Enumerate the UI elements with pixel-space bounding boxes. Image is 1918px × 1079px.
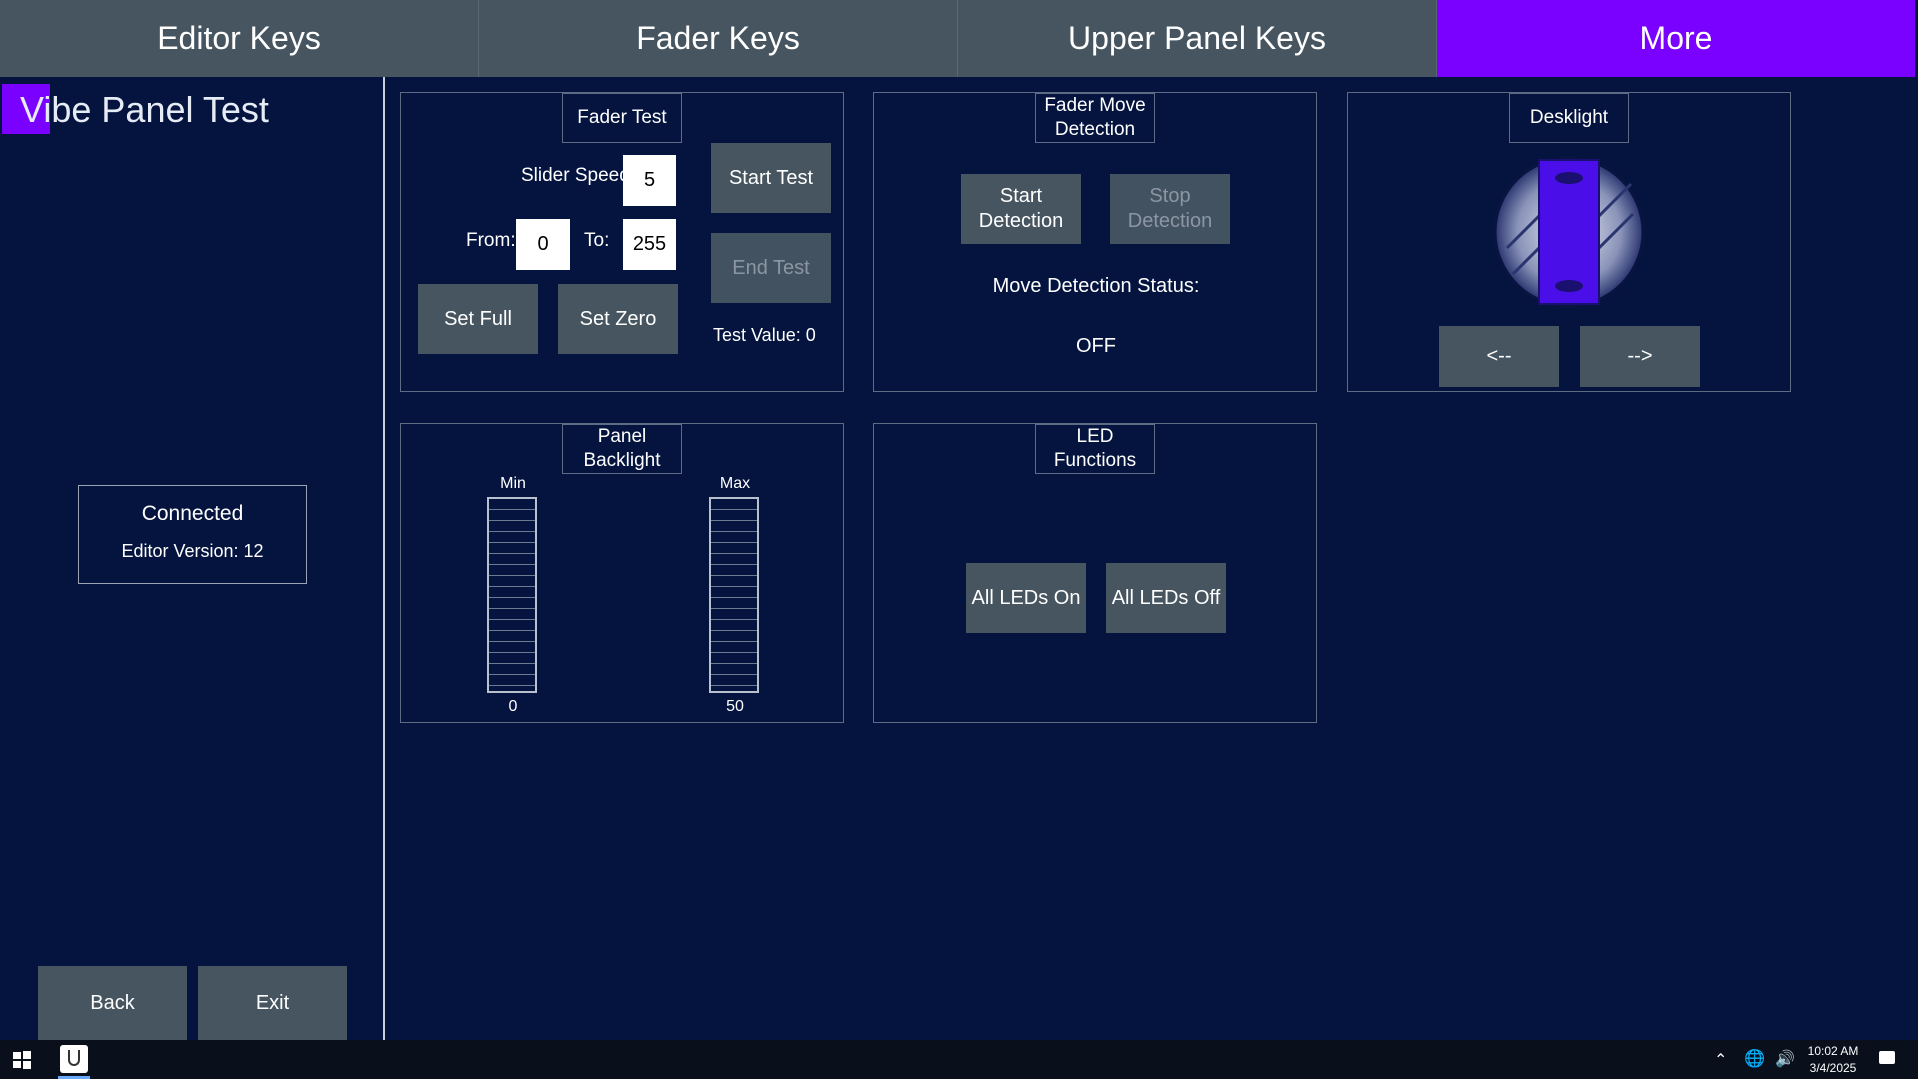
set-full-button[interactable]: Set Full xyxy=(418,284,538,354)
back-button[interactable]: Back xyxy=(38,966,187,1040)
clock-time: 10:02 AM xyxy=(1807,1044,1859,1058)
notification-icon[interactable] xyxy=(1879,1051,1895,1064)
slider-speed-input[interactable]: 5 xyxy=(623,155,676,206)
test-value: Test Value: 0 xyxy=(713,325,816,345)
sidebar: Vibe Panel Test Connected Editor Version… xyxy=(0,77,385,1040)
tab-more[interactable]: More xyxy=(1437,0,1915,77)
title-highlight xyxy=(2,84,50,134)
editor-version: Editor Version: 12 xyxy=(121,541,264,561)
backlight-min-label: Min xyxy=(500,475,526,492)
end-test-button[interactable]: End Test xyxy=(711,233,831,303)
desklight-prev-button[interactable]: <-- xyxy=(1439,326,1559,387)
active-app-indicator xyxy=(58,1076,90,1079)
backlight-max-label: Max xyxy=(719,475,751,492)
desklight-panel: Desklight <-- --> xyxy=(1347,92,1791,392)
backlight-max-slider[interactable] xyxy=(709,497,759,693)
from-input[interactable]: 0 xyxy=(516,219,570,270)
slider-speed-label: Slider Speed xyxy=(521,165,630,186)
connection-status-box: Connected Editor Version: 12 xyxy=(78,485,307,584)
app-taskbar-icon[interactable] xyxy=(60,1045,88,1073)
fader-test-title: Fader Test xyxy=(562,93,682,143)
network-globe-icon[interactable]: 🌐 xyxy=(1744,1049,1766,1068)
to-label: To: xyxy=(584,230,610,251)
fader-move-detection-title: Fader Move Detection xyxy=(1035,93,1155,143)
to-input[interactable]: 255 xyxy=(623,219,676,270)
taskbar: ⌃ 🌐 🔊 10:02 AM 3/4/2025 xyxy=(0,1040,1918,1079)
set-zero-button[interactable]: Set Zero xyxy=(558,284,678,354)
clock[interactable]: 10:02 AM 3/4/2025 xyxy=(1798,1043,1868,1077)
desklight-next-button[interactable]: --> xyxy=(1580,326,1700,387)
desklight-knob-icon[interactable] xyxy=(1493,156,1645,308)
tab-fader-keys[interactable]: Fader Keys xyxy=(479,0,958,77)
page-title: Vibe Panel Test xyxy=(20,89,269,130)
tab-editor-keys[interactable]: Editor Keys xyxy=(0,0,479,77)
exit-button[interactable]: Exit xyxy=(198,966,347,1040)
move-detection-status-label: Move Detection Status: xyxy=(992,275,1200,297)
app-window: Editor Keys Fader Keys Upper Panel Keys … xyxy=(0,0,1915,1040)
led-functions-panel: LED Functions All LEDs On All LEDs Off xyxy=(873,423,1317,723)
fader-test-panel: Fader Test Slider Speed 5 From: 0 To: 25… xyxy=(400,92,844,392)
tab-bar: Editor Keys Fader Keys Upper Panel Keys … xyxy=(0,0,1915,77)
desklight-title: Desklight xyxy=(1509,93,1629,143)
clock-date: 3/4/2025 xyxy=(1809,1061,1857,1075)
all-leds-off-button[interactable]: All LEDs Off xyxy=(1106,563,1226,633)
backlight-max-value: 50 xyxy=(726,698,744,715)
backlight-min-slider[interactable] xyxy=(487,497,537,693)
start-detection-button[interactable]: Start Detection xyxy=(961,174,1081,244)
panel-backlight-title: Panel Backlight xyxy=(562,424,682,474)
backlight-min-value: 0 xyxy=(508,698,518,715)
move-detection-status-value: OFF xyxy=(1076,335,1116,357)
chevron-up-icon[interactable]: ⌃ xyxy=(1714,1052,1728,1069)
all-leds-on-button[interactable]: All LEDs On xyxy=(966,563,1086,633)
from-label: From: xyxy=(466,230,516,251)
windows-start-icon[interactable] xyxy=(13,1051,31,1069)
start-test-button[interactable]: Start Test xyxy=(711,143,831,213)
fader-move-detection-panel: Fader Move Detection Start Detection Sto… xyxy=(873,92,1317,392)
volume-icon[interactable]: 🔊 xyxy=(1775,1051,1795,1068)
stop-detection-button[interactable]: Stop Detection xyxy=(1110,174,1230,244)
connection-status: Connected xyxy=(141,502,244,525)
panel-backlight-panel: Panel Backlight Min 0 Max 50 xyxy=(400,423,844,723)
tab-upper-panel-keys[interactable]: Upper Panel Keys xyxy=(958,0,1437,77)
led-functions-title: LED Functions xyxy=(1035,424,1155,474)
